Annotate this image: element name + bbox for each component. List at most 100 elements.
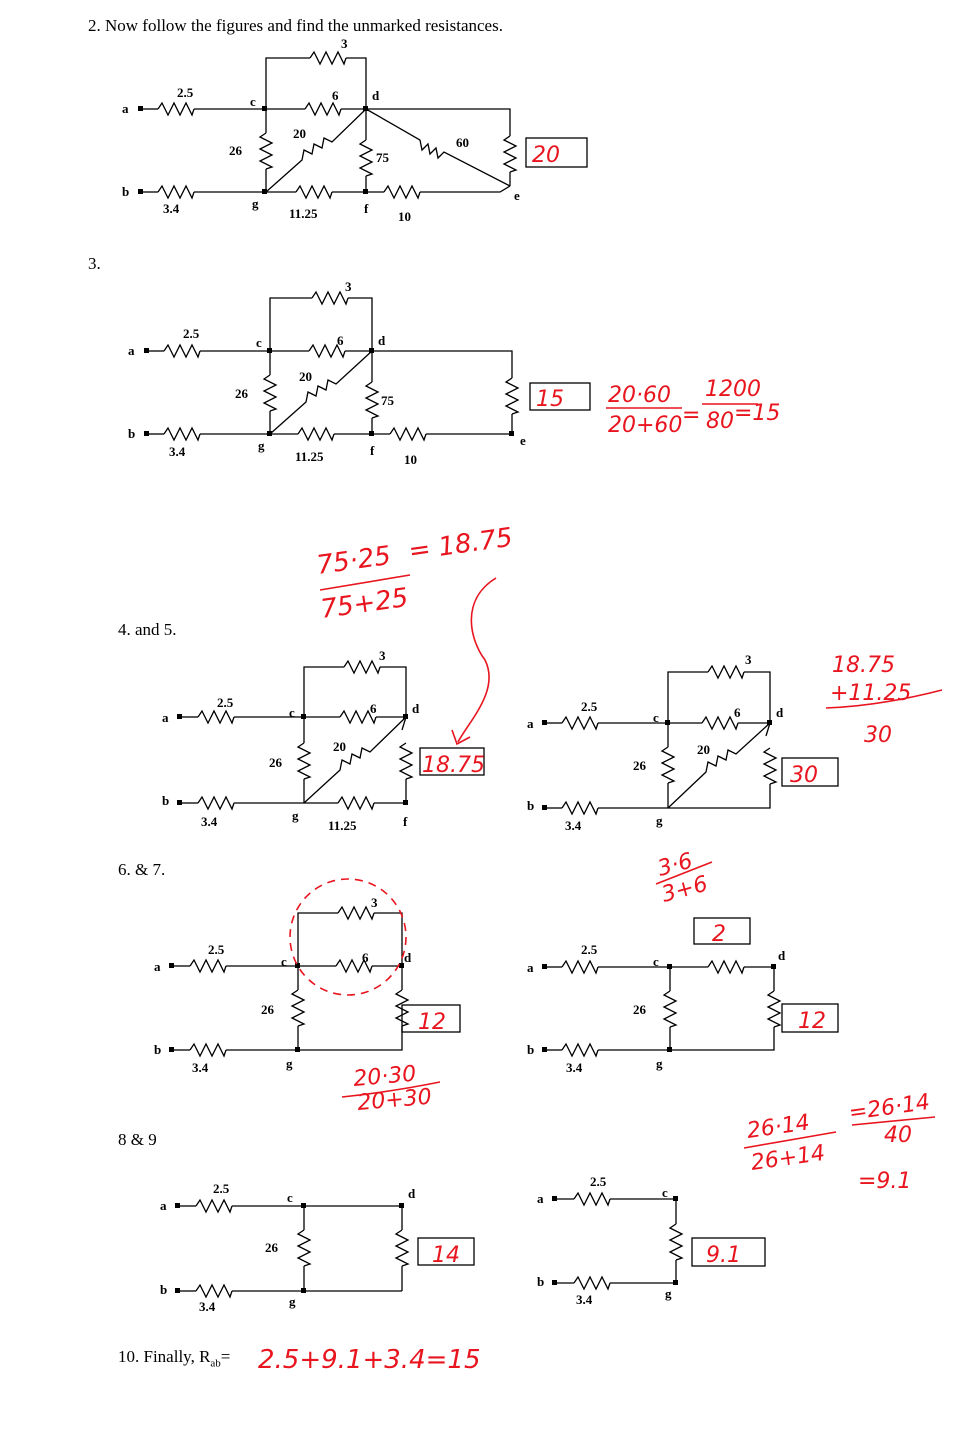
svg-text:a: a xyxy=(527,716,534,731)
svg-text:11.25: 11.25 xyxy=(295,449,324,464)
svg-text:20+60: 20+60 xyxy=(608,413,682,438)
svg-text:2.5: 2.5 xyxy=(208,942,225,957)
node-a: a xyxy=(122,101,129,116)
figure-4: a 2.5 b 3.4 c g 26 3 6 d 20 11.25 f 18.7… xyxy=(162,648,485,833)
svg-text:f: f xyxy=(403,814,408,829)
svg-text:6: 6 xyxy=(370,701,377,716)
svg-text:3.4: 3.4 xyxy=(565,818,582,833)
svg-text:a: a xyxy=(128,343,135,358)
heading-q45: 4. and 5. xyxy=(118,620,177,639)
svg-text:c: c xyxy=(662,1185,668,1200)
svg-text:c: c xyxy=(289,705,295,720)
fig4-answer: 18.75 xyxy=(422,753,485,778)
svg-text:2.5: 2.5 xyxy=(217,695,234,710)
svg-text:20·60: 20·60 xyxy=(608,383,671,408)
fig7-answer-mid: 2 xyxy=(712,922,726,947)
svg-text:3: 3 xyxy=(371,895,378,910)
svg-text:26: 26 xyxy=(235,386,249,401)
svg-text:2.5: 2.5 xyxy=(581,942,598,957)
svg-text:g: g xyxy=(665,1286,672,1301)
svg-text:d: d xyxy=(776,705,784,720)
svg-text:d: d xyxy=(408,1186,416,1201)
svg-text:g: g xyxy=(289,1294,296,1309)
heading-q10: 10. Finally, Rab= xyxy=(118,1347,231,1370)
figure-3: a 2.5 b 3.4 c g 26 3 6 d 20 75 11.25 10 … xyxy=(128,279,780,467)
fig8-answer: 14 xyxy=(432,1243,460,1268)
r-20: 20 xyxy=(293,126,306,141)
svg-text:20: 20 xyxy=(697,742,710,757)
svg-text:c: c xyxy=(281,954,287,969)
svg-text:20: 20 xyxy=(333,739,346,754)
svg-text:b: b xyxy=(527,1042,534,1057)
svg-text:+11.25: +11.25 xyxy=(830,681,911,706)
r-2-5: 2.5 xyxy=(177,85,194,100)
svg-text:2.5: 2.5 xyxy=(590,1174,607,1189)
svg-text:g: g xyxy=(286,1056,293,1071)
node-d: d xyxy=(372,88,380,103)
svg-text:= 18.75: = 18.75 xyxy=(407,523,515,567)
svg-text:=: = xyxy=(682,403,700,428)
node-e: e xyxy=(514,188,520,203)
fig2-answer: 20 xyxy=(532,143,560,168)
svg-text:d: d xyxy=(778,948,786,963)
r-75: 75 xyxy=(376,150,390,165)
r-3-4: 3.4 xyxy=(163,201,180,216)
svg-text:d: d xyxy=(412,701,420,716)
svg-text:20+30: 20+30 xyxy=(356,1085,432,1116)
heading-q67: 6. & 7. xyxy=(118,860,166,879)
fig6-answer: 12 xyxy=(418,1010,446,1035)
svg-text:b: b xyxy=(527,798,534,813)
svg-text:g: g xyxy=(656,813,663,828)
svg-text:3: 3 xyxy=(745,652,752,667)
heading-q3: 3. xyxy=(88,254,101,273)
figure-7: a 2.5 b 3.4 c g 26 d 3·6 3+6 2 12 xyxy=(527,849,839,1075)
svg-text:6: 6 xyxy=(337,333,344,348)
svg-text:1200: 1200 xyxy=(705,377,761,402)
svg-text:g: g xyxy=(656,1056,663,1071)
svg-text:75·25: 75·25 xyxy=(315,541,393,581)
svg-text:b: b xyxy=(537,1274,544,1289)
svg-text:3.4: 3.4 xyxy=(566,1060,583,1075)
svg-text:c: c xyxy=(256,335,262,350)
figure-9: a 2.5 b 3.4 c g 9.1 26·14 26+14 =26·14 4… xyxy=(537,1090,936,1307)
svg-text:6: 6 xyxy=(734,705,741,720)
svg-text:=9.1: =9.1 xyxy=(858,1169,911,1194)
figure-6: a 2.5 b 3.4 c g 26 3 6 d 12 20·30 20+30 xyxy=(154,878,461,1116)
figure-5: a 2.5 b 3.4 c g 26 3 6 d 20 30 18.75 +11… xyxy=(527,652,943,833)
svg-text:2.5: 2.5 xyxy=(183,326,200,341)
svg-text:26: 26 xyxy=(265,1240,279,1255)
fig3-answer: 15 xyxy=(536,387,564,412)
figure-2: a 2.5 b 3.4 c g 26 3 6 d 20 75 60 11.25 xyxy=(122,36,588,224)
r-3: 3 xyxy=(341,36,348,51)
svg-text:d: d xyxy=(378,333,386,348)
svg-text:g: g xyxy=(292,808,299,823)
svg-text:=26·14: =26·14 xyxy=(847,1090,931,1126)
svg-text:2.5: 2.5 xyxy=(213,1181,230,1196)
svg-text:b: b xyxy=(128,426,135,441)
svg-text:75+25: 75+25 xyxy=(319,583,410,625)
svg-text:26: 26 xyxy=(633,1002,647,1017)
svg-text:6: 6 xyxy=(362,950,369,965)
svg-text:20: 20 xyxy=(299,369,312,384)
svg-text:30: 30 xyxy=(864,723,892,748)
heading-q89: 8 & 9 xyxy=(118,1130,157,1149)
svg-text:26+14: 26+14 xyxy=(749,1141,826,1176)
node-f: f xyxy=(364,201,369,216)
svg-text:40: 40 xyxy=(884,1123,912,1148)
svg-text:c: c xyxy=(653,954,659,969)
svg-text:a: a xyxy=(527,960,534,975)
svg-text:10: 10 xyxy=(404,452,417,467)
svg-text:20·30: 20·30 xyxy=(352,1062,417,1092)
svg-text:a: a xyxy=(162,710,169,725)
r-26: 26 xyxy=(229,143,243,158)
svg-text:26: 26 xyxy=(633,758,647,773)
node-g: g xyxy=(252,196,259,211)
svg-text:e: e xyxy=(520,433,526,448)
svg-text:3: 3 xyxy=(379,648,386,663)
svg-text:=15: =15 xyxy=(734,401,780,426)
r-11-25: 11.25 xyxy=(289,206,318,221)
svg-text:18.75: 18.75 xyxy=(832,653,895,678)
svg-text:f: f xyxy=(370,443,375,458)
svg-text:b: b xyxy=(162,793,169,808)
